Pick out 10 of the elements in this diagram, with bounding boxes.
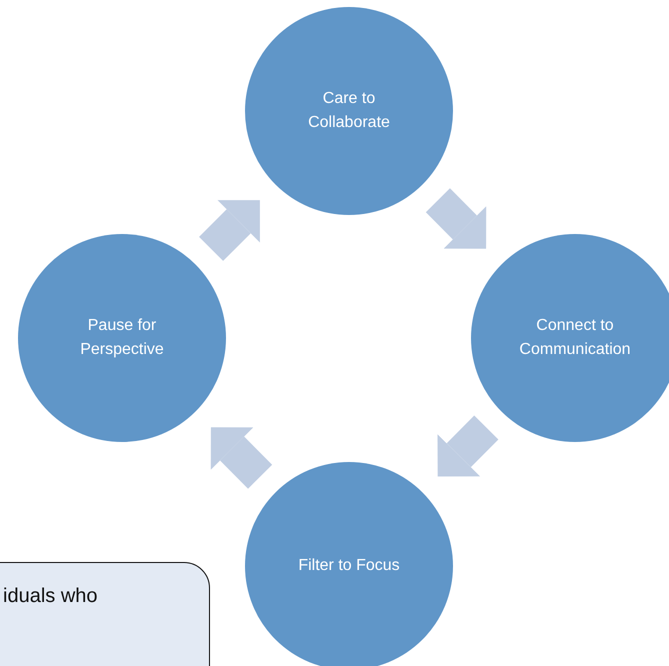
block-arrow [426, 188, 486, 249]
block-arrow [210, 427, 272, 489]
block-arrow [438, 416, 498, 477]
step-label: Connect to Communication [518, 316, 632, 360]
step-label: Care to Collaborate [307, 89, 391, 133]
step-label: Filter to Focus [298, 556, 400, 576]
note-text: iduals who [3, 585, 98, 608]
note-box [0, 562, 210, 666]
block-arrow [199, 200, 260, 261]
step-label: Pause for Perspective [79, 316, 165, 360]
